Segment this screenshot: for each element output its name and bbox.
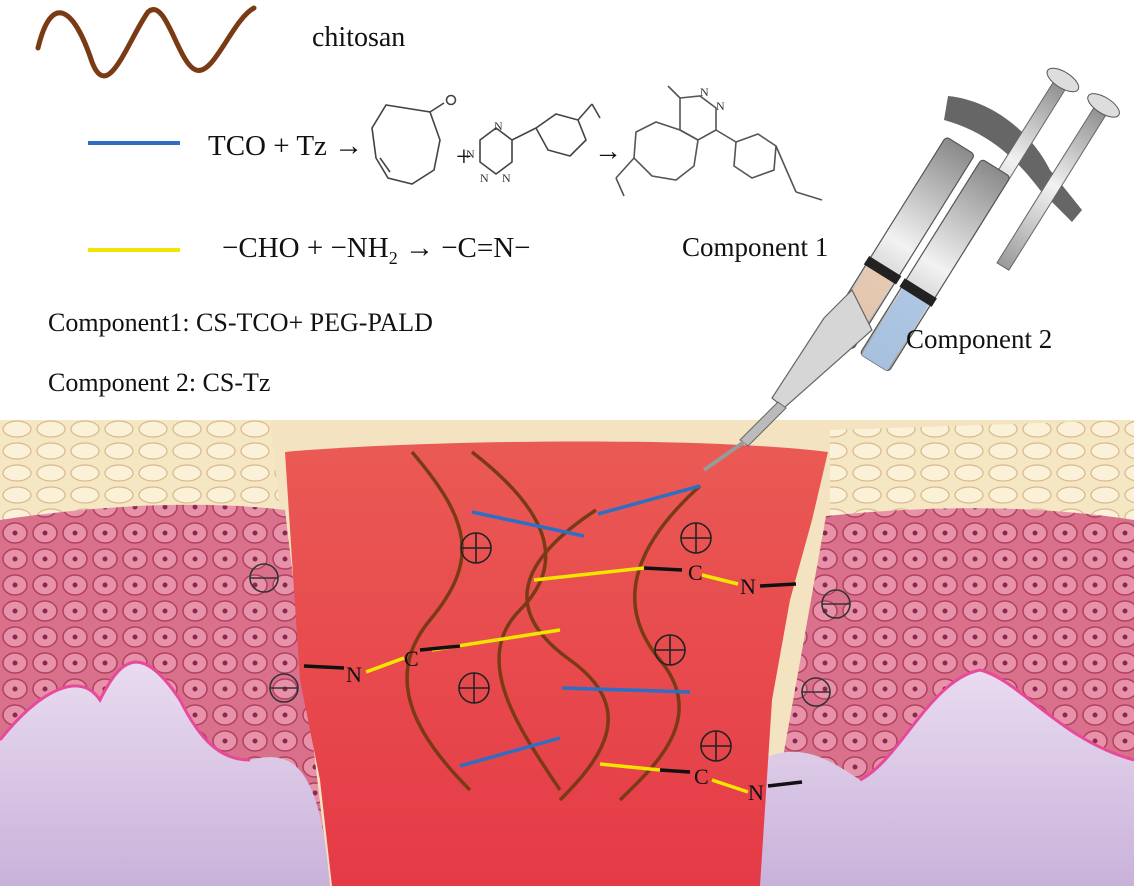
tissue-dermis-right — [750, 670, 1134, 886]
hydrogel-wound-fill — [285, 441, 828, 886]
minus-charge-icon — [269, 673, 299, 703]
chitosan-wave-sample — [35, 5, 257, 79]
nitrogen-label: N — [748, 780, 764, 805]
carbon-label: C — [404, 646, 419, 671]
legend-chitosan-label: chitosan — [312, 22, 406, 53]
chitosan-chain-middle-a — [470, 450, 562, 791]
imine-link — [533, 566, 645, 582]
positive-charges — [458, 522, 732, 762]
plus-charge-icon — [458, 672, 490, 704]
nitrogen-label: N — [346, 662, 362, 687]
reaction-arrow: → — [594, 136, 622, 167]
svg-text:N: N — [502, 171, 511, 185]
syringe-icon — [702, 67, 1120, 472]
product-atom-labels: NN — [700, 85, 725, 113]
plus-charge-icon — [700, 730, 732, 762]
aldehyde-reaction-subscript: 2 — [388, 247, 398, 268]
negative-charges — [249, 563, 851, 707]
product-structure-icon — [615, 85, 823, 201]
nitrogen-label: N — [740, 574, 756, 599]
tissue-dermis-left — [0, 662, 330, 886]
tco-tz-link — [459, 736, 561, 768]
plus-charge-icon — [654, 634, 686, 666]
svg-text:N: N — [480, 171, 489, 185]
carbon-label: C — [688, 560, 703, 585]
plus-charge-icon — [680, 522, 712, 554]
aldehyde-reaction-tail: → −C=N− — [397, 232, 531, 264]
legend — [35, 5, 257, 252]
legend-aldehyde-reaction: −CHO + −NH2 → −C=N− — [222, 232, 531, 269]
imine-link — [599, 762, 661, 772]
carbon-label: C — [694, 764, 709, 789]
tco-tz-link — [471, 510, 585, 538]
tetrazine-atom-labels: NN NN — [466, 119, 511, 185]
crosslink-network — [303, 450, 803, 802]
svg-text:N: N — [494, 119, 503, 133]
network-atom-labels: C N N C C N — [346, 560, 764, 805]
component2-definition: Component 2: CS-Tz — [48, 368, 271, 397]
plus-charge-icon — [460, 532, 492, 564]
plus-sign: + — [456, 142, 472, 173]
tetrazine-structure-icon — [479, 103, 601, 175]
svg-text:N: N — [466, 147, 475, 161]
chitosan-chain-right — [618, 484, 702, 802]
component1-tag: Component 1 — [682, 232, 829, 262]
minus-charge-icon — [821, 589, 851, 619]
svg-text:N: N — [700, 85, 709, 99]
component2-tag: Component 2 — [906, 324, 1053, 354]
tissue-upper-layer-left — [0, 420, 280, 530]
aldehyde-reaction-head: −CHO + −NH — [222, 232, 389, 264]
minus-charge-icon — [801, 677, 831, 707]
tco-tz-link — [561, 686, 691, 694]
svg-text:N: N — [716, 99, 725, 113]
tco-tz-link — [597, 484, 701, 516]
component1-definition: Component1: CS-TCO+ PEG-PALD — [48, 308, 433, 337]
trans-cyclooctene-structure-icon — [371, 94, 457, 185]
minus-charge-icon — [249, 563, 279, 593]
chitosan-chain-left — [405, 450, 472, 792]
chitosan-chain-middle-b — [525, 508, 610, 802]
legend-tco-reaction: TCO + Tz → — [208, 130, 364, 162]
